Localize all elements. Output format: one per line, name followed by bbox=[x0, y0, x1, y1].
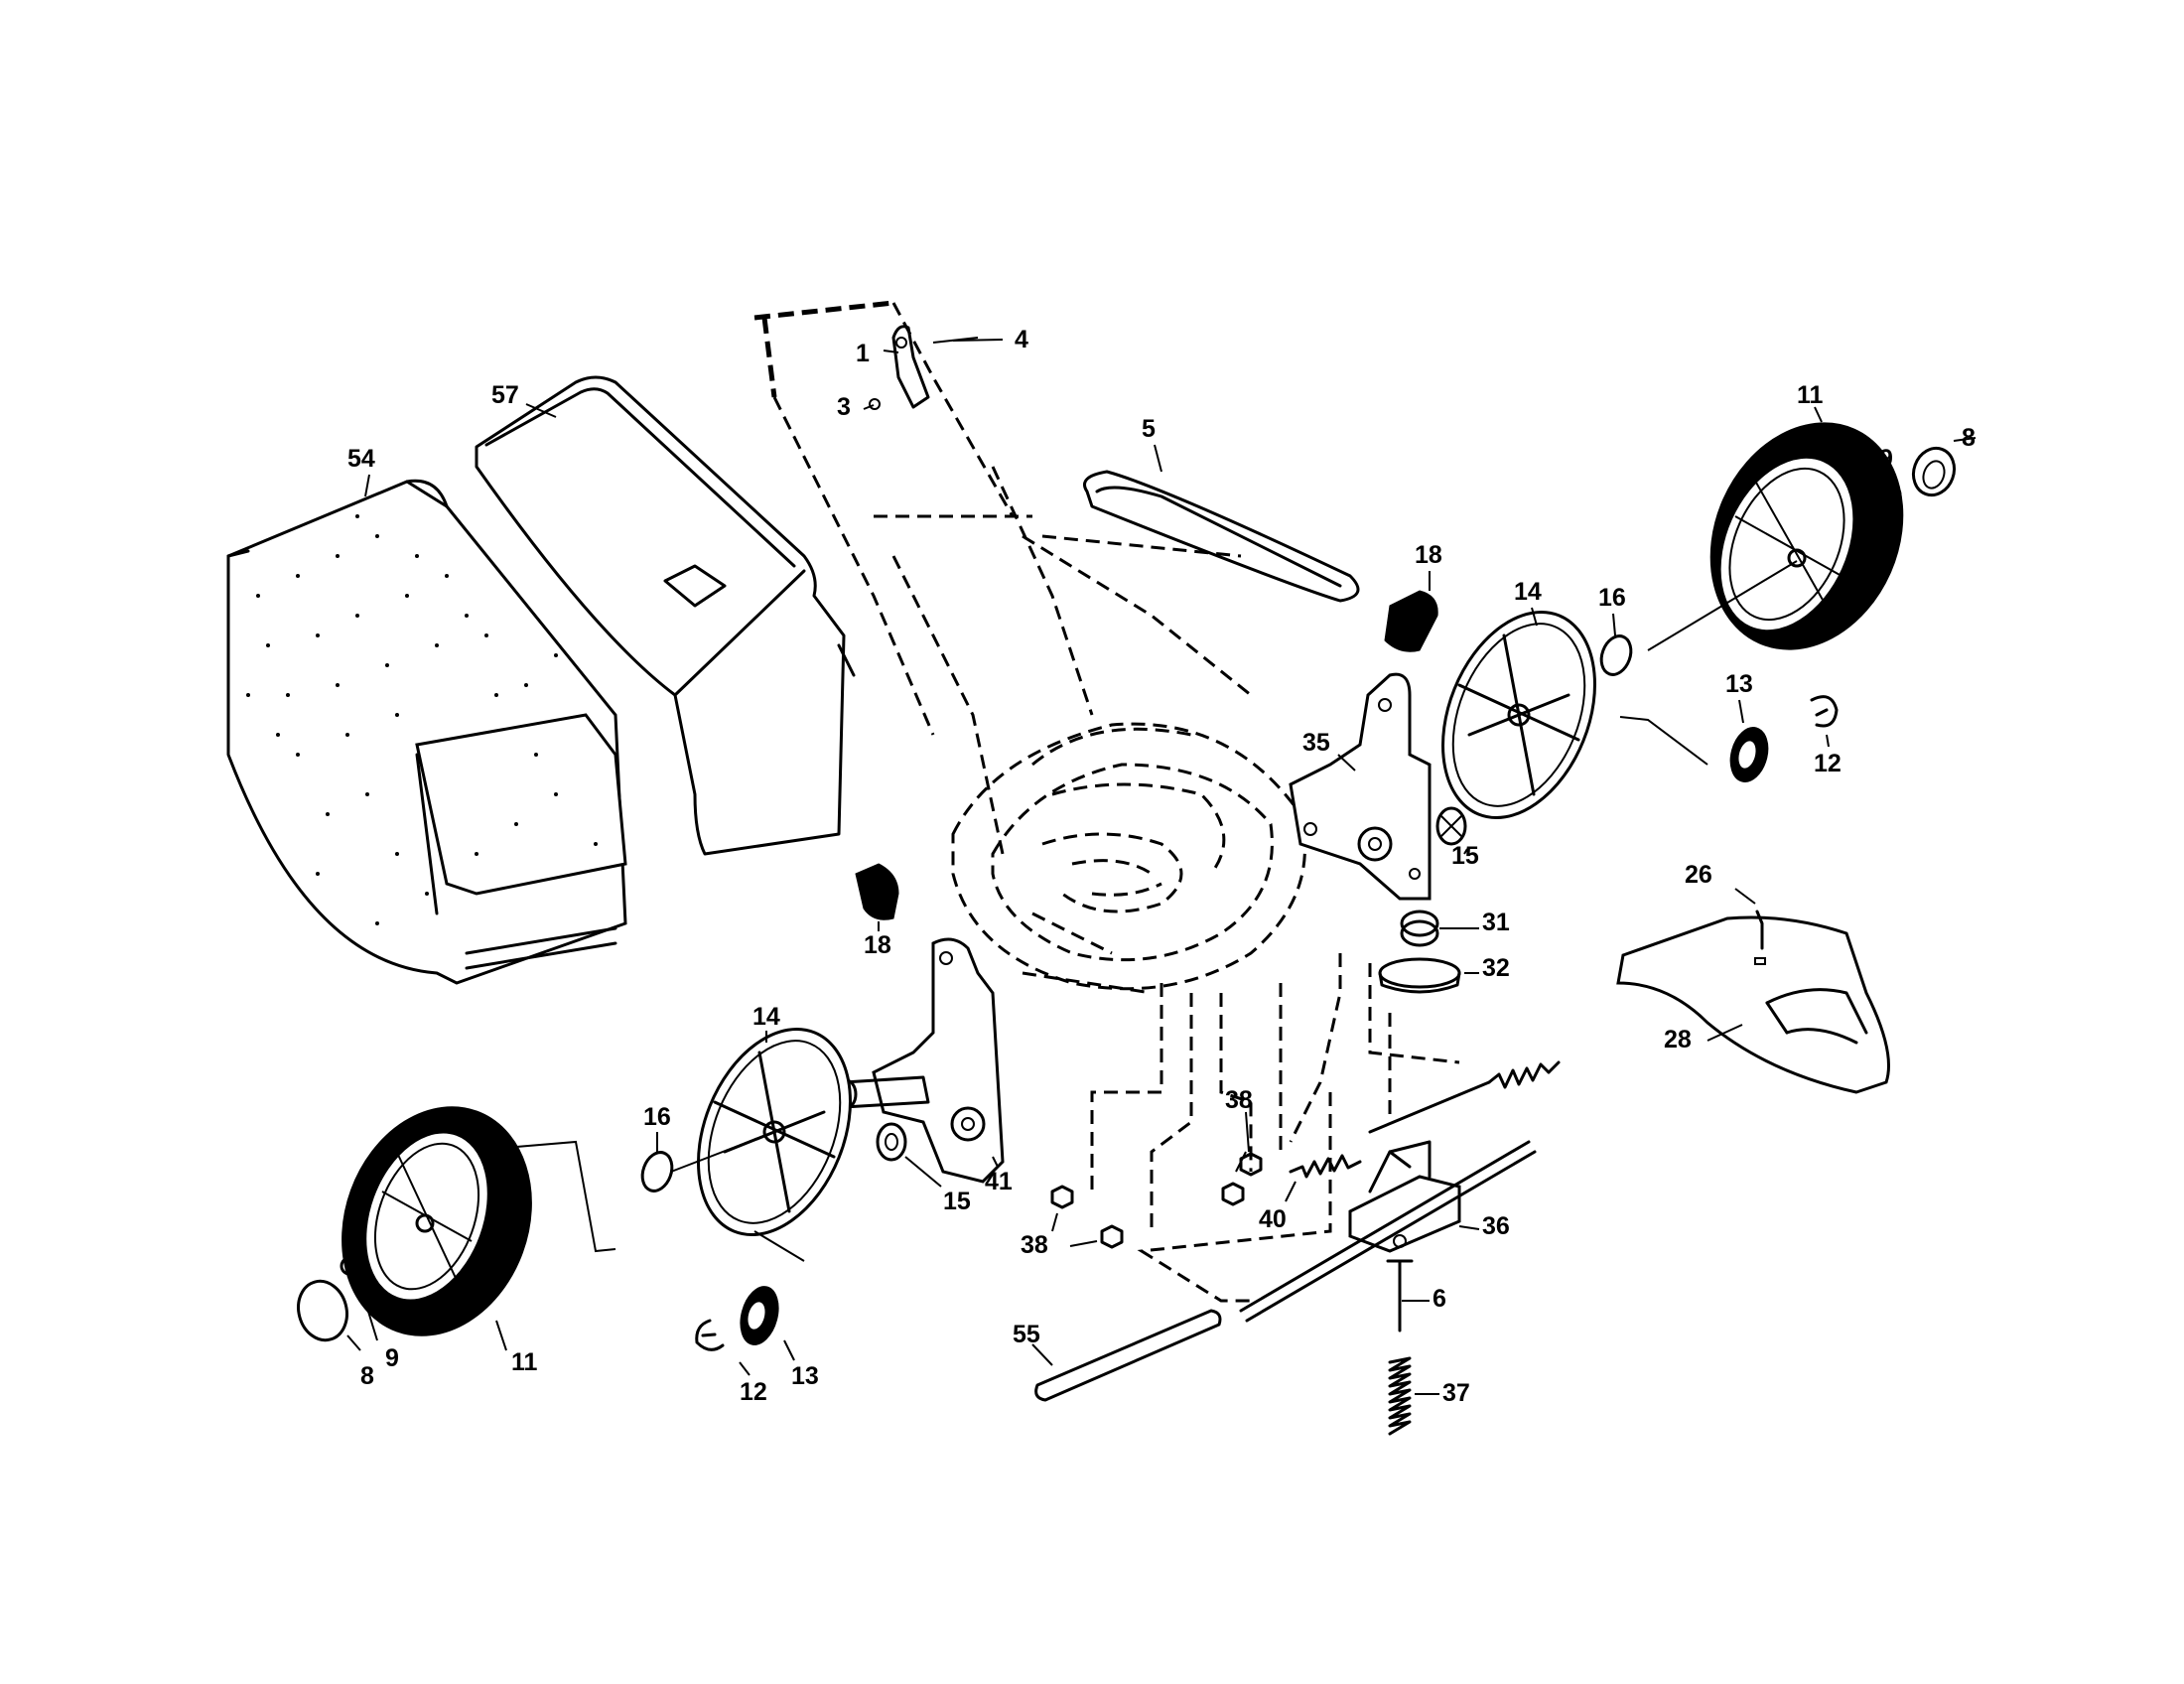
callout-9-right: 9 bbox=[1879, 445, 1893, 473]
callout-37: 37 bbox=[1442, 1379, 1470, 1407]
callout-54: 54 bbox=[347, 445, 375, 473]
mower-deck bbox=[951, 722, 1306, 995]
callout-14-left: 14 bbox=[752, 1003, 780, 1031]
callout-16-left: 16 bbox=[643, 1103, 671, 1131]
callout-4: 4 bbox=[1015, 326, 1028, 353]
right-wheel-group bbox=[1384, 406, 1977, 820]
callout-18-top: 18 bbox=[1415, 541, 1442, 569]
callout-16-right: 16 bbox=[1598, 584, 1626, 612]
callout-55: 55 bbox=[1013, 1321, 1040, 1348]
callout-13-left: 13 bbox=[791, 1362, 819, 1390]
callout-6: 6 bbox=[1433, 1285, 1446, 1313]
callout-38-b: 38 bbox=[1021, 1231, 1048, 1259]
callout-32: 32 bbox=[1482, 954, 1510, 982]
rear-deflector bbox=[1616, 888, 1890, 1094]
callout-15-left: 15 bbox=[943, 1188, 971, 1215]
callout-labels: 1 3 4 5 54 57 11 9 8 18 14 16 13 12 35 1… bbox=[347, 326, 1976, 1407]
callout-9-left: 9 bbox=[385, 1344, 399, 1372]
drive-belt bbox=[1083, 444, 1360, 603]
callout-41: 41 bbox=[985, 1168, 1013, 1195]
callout-12-left: 12 bbox=[740, 1378, 767, 1406]
right-height-bracket bbox=[1289, 672, 1479, 994]
callout-26: 26 bbox=[1685, 861, 1712, 889]
callout-35: 35 bbox=[1302, 729, 1330, 757]
callout-12-right: 12 bbox=[1814, 750, 1842, 777]
callout-57: 57 bbox=[491, 381, 519, 409]
callout-18-left: 18 bbox=[864, 931, 891, 959]
callout-14-right: 14 bbox=[1514, 578, 1542, 606]
bag-frame bbox=[475, 375, 856, 856]
callout-8-right: 8 bbox=[1962, 424, 1976, 452]
grass-bag bbox=[226, 474, 627, 985]
handle-assembly bbox=[753, 300, 1252, 855]
callout-31: 31 bbox=[1482, 909, 1510, 936]
callout-11-left: 11 bbox=[511, 1348, 538, 1376]
callout-5: 5 bbox=[1142, 415, 1156, 443]
callout-36: 36 bbox=[1482, 1212, 1510, 1240]
callout-38-a: 38 bbox=[1225, 1086, 1253, 1114]
callout-15-right: 15 bbox=[1451, 842, 1479, 870]
drive-assembly bbox=[1031, 953, 1561, 1436]
left-wheel-group bbox=[297, 863, 1005, 1376]
callout-28: 28 bbox=[1664, 1026, 1692, 1053]
callout-1: 1 bbox=[856, 340, 870, 367]
callout-40: 40 bbox=[1259, 1205, 1287, 1233]
callout-8-left: 8 bbox=[360, 1362, 374, 1390]
callout-11-right: 11 bbox=[1797, 381, 1824, 409]
callout-3: 3 bbox=[837, 393, 851, 421]
callout-13-right: 13 bbox=[1725, 670, 1753, 698]
